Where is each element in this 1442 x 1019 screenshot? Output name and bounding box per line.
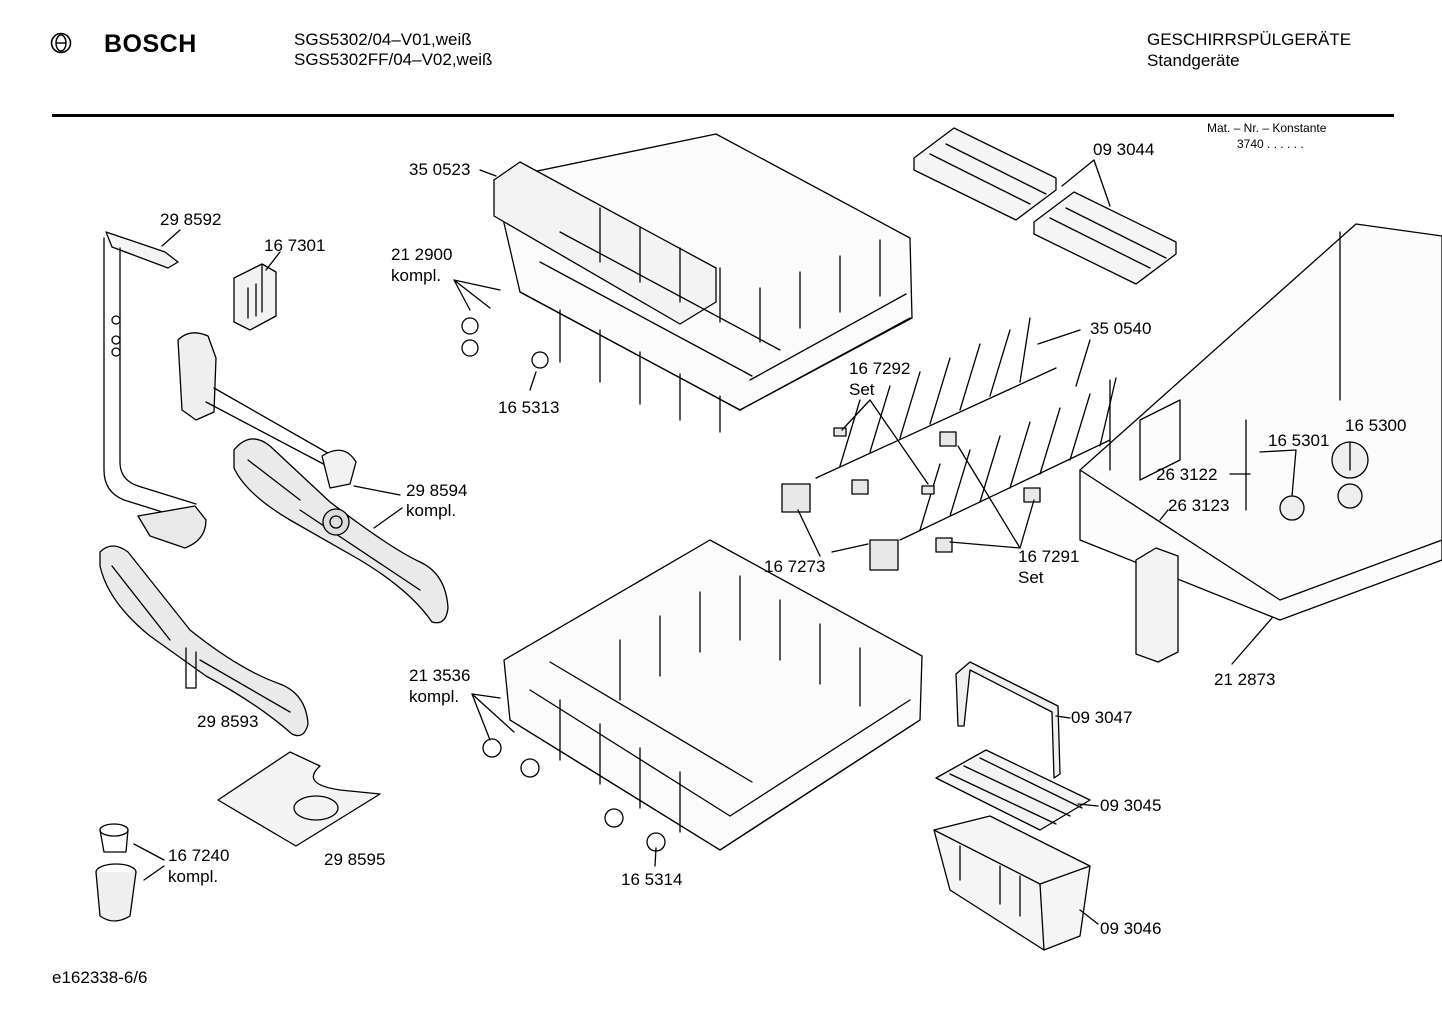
lower-spray-arm-drawing bbox=[99, 545, 309, 737]
part-label-093046: 09 3046 bbox=[1100, 919, 1162, 938]
part-label-213536: 21 3536 bbox=[409, 666, 471, 685]
category-title: GESCHIRRSPÜLGERÄTE bbox=[1147, 30, 1352, 49]
brand-name: BOSCH bbox=[104, 30, 197, 58]
bosch-logo-icon bbox=[50, 32, 72, 54]
upper-spray-arm-drawing bbox=[233, 438, 449, 624]
part-label-165313: 16 5313 bbox=[498, 398, 560, 417]
upper-basket-drawing bbox=[461, 133, 913, 433]
model-line-2: SGS5302FF/04–V02,weiß bbox=[294, 50, 493, 69]
part-label-298593: 29 8593 bbox=[197, 712, 259, 731]
filter-cartridge-drawing bbox=[95, 823, 137, 922]
part-label-298595: 29 8595 bbox=[324, 850, 386, 869]
part-label-167301: 16 7301 bbox=[264, 236, 326, 255]
header-divider bbox=[52, 114, 1394, 117]
part-label-263123: 26 3123 bbox=[1168, 496, 1230, 515]
part-label-167240-note: kompl. bbox=[168, 867, 219, 886]
part-label-165300: 16 5300 bbox=[1345, 416, 1407, 435]
part-label-350540: 35 0540 bbox=[1090, 319, 1152, 338]
subcategory-title: Standgeräte bbox=[1147, 51, 1240, 70]
part-label-167273: 16 7273 bbox=[764, 557, 826, 576]
part-label-093045: 09 3045 bbox=[1100, 796, 1162, 815]
part-label-093047: 09 3047 bbox=[1071, 708, 1133, 727]
constant-label: Mat. – Nr. – Konstante bbox=[1207, 121, 1327, 135]
part-label-298592: 29 8592 bbox=[160, 210, 222, 229]
part-label-298594: 29 8594 bbox=[406, 481, 468, 500]
rack-tines-drawing bbox=[781, 317, 1117, 571]
lower-basket-drawing bbox=[482, 539, 923, 852]
part-label-212873: 21 2873 bbox=[1214, 670, 1276, 689]
part-label-212900-note: kompl. bbox=[391, 266, 442, 285]
part-label-167292-note: Set bbox=[849, 380, 875, 399]
part-label-298594-note: kompl. bbox=[406, 501, 457, 520]
tub-base-drawing bbox=[1079, 223, 1442, 663]
part-label-167291: 16 7291 bbox=[1018, 547, 1080, 566]
part-label-167291-note: Set bbox=[1018, 568, 1044, 587]
part-label-167292: 16 7292 bbox=[849, 359, 911, 378]
part-label-165301: 16 5301 bbox=[1268, 431, 1330, 450]
leader-lines bbox=[133, 159, 1351, 925]
constant-value: 3740 . . . . . . bbox=[1237, 137, 1304, 151]
cup-racks-drawing bbox=[913, 127, 1177, 285]
part-label-093044: 09 3044 bbox=[1093, 140, 1155, 159]
drawing-id: e162338-6/6 bbox=[52, 968, 148, 987]
part-label-213536-note: kompl. bbox=[409, 687, 460, 706]
basket-handle-drawing bbox=[955, 661, 1061, 779]
part-label-350523: 35 0523 bbox=[409, 160, 471, 179]
supply-pipe-drawing bbox=[103, 231, 207, 549]
part-label-212900: 21 2900 bbox=[391, 245, 453, 264]
part-label-167240: 16 7240 bbox=[168, 846, 230, 865]
cutlery-basket-drawing bbox=[933, 815, 1091, 951]
model-line-1: SGS5302/04–V01,weiß bbox=[294, 30, 472, 49]
part-label-165314: 16 5314 bbox=[621, 870, 683, 889]
basket-lid-drawing bbox=[935, 749, 1091, 831]
filter-plate-drawing bbox=[217, 751, 381, 847]
part-label-263122: 26 3122 bbox=[1156, 465, 1218, 484]
spray-arm-feed-drawing bbox=[177, 263, 357, 489]
